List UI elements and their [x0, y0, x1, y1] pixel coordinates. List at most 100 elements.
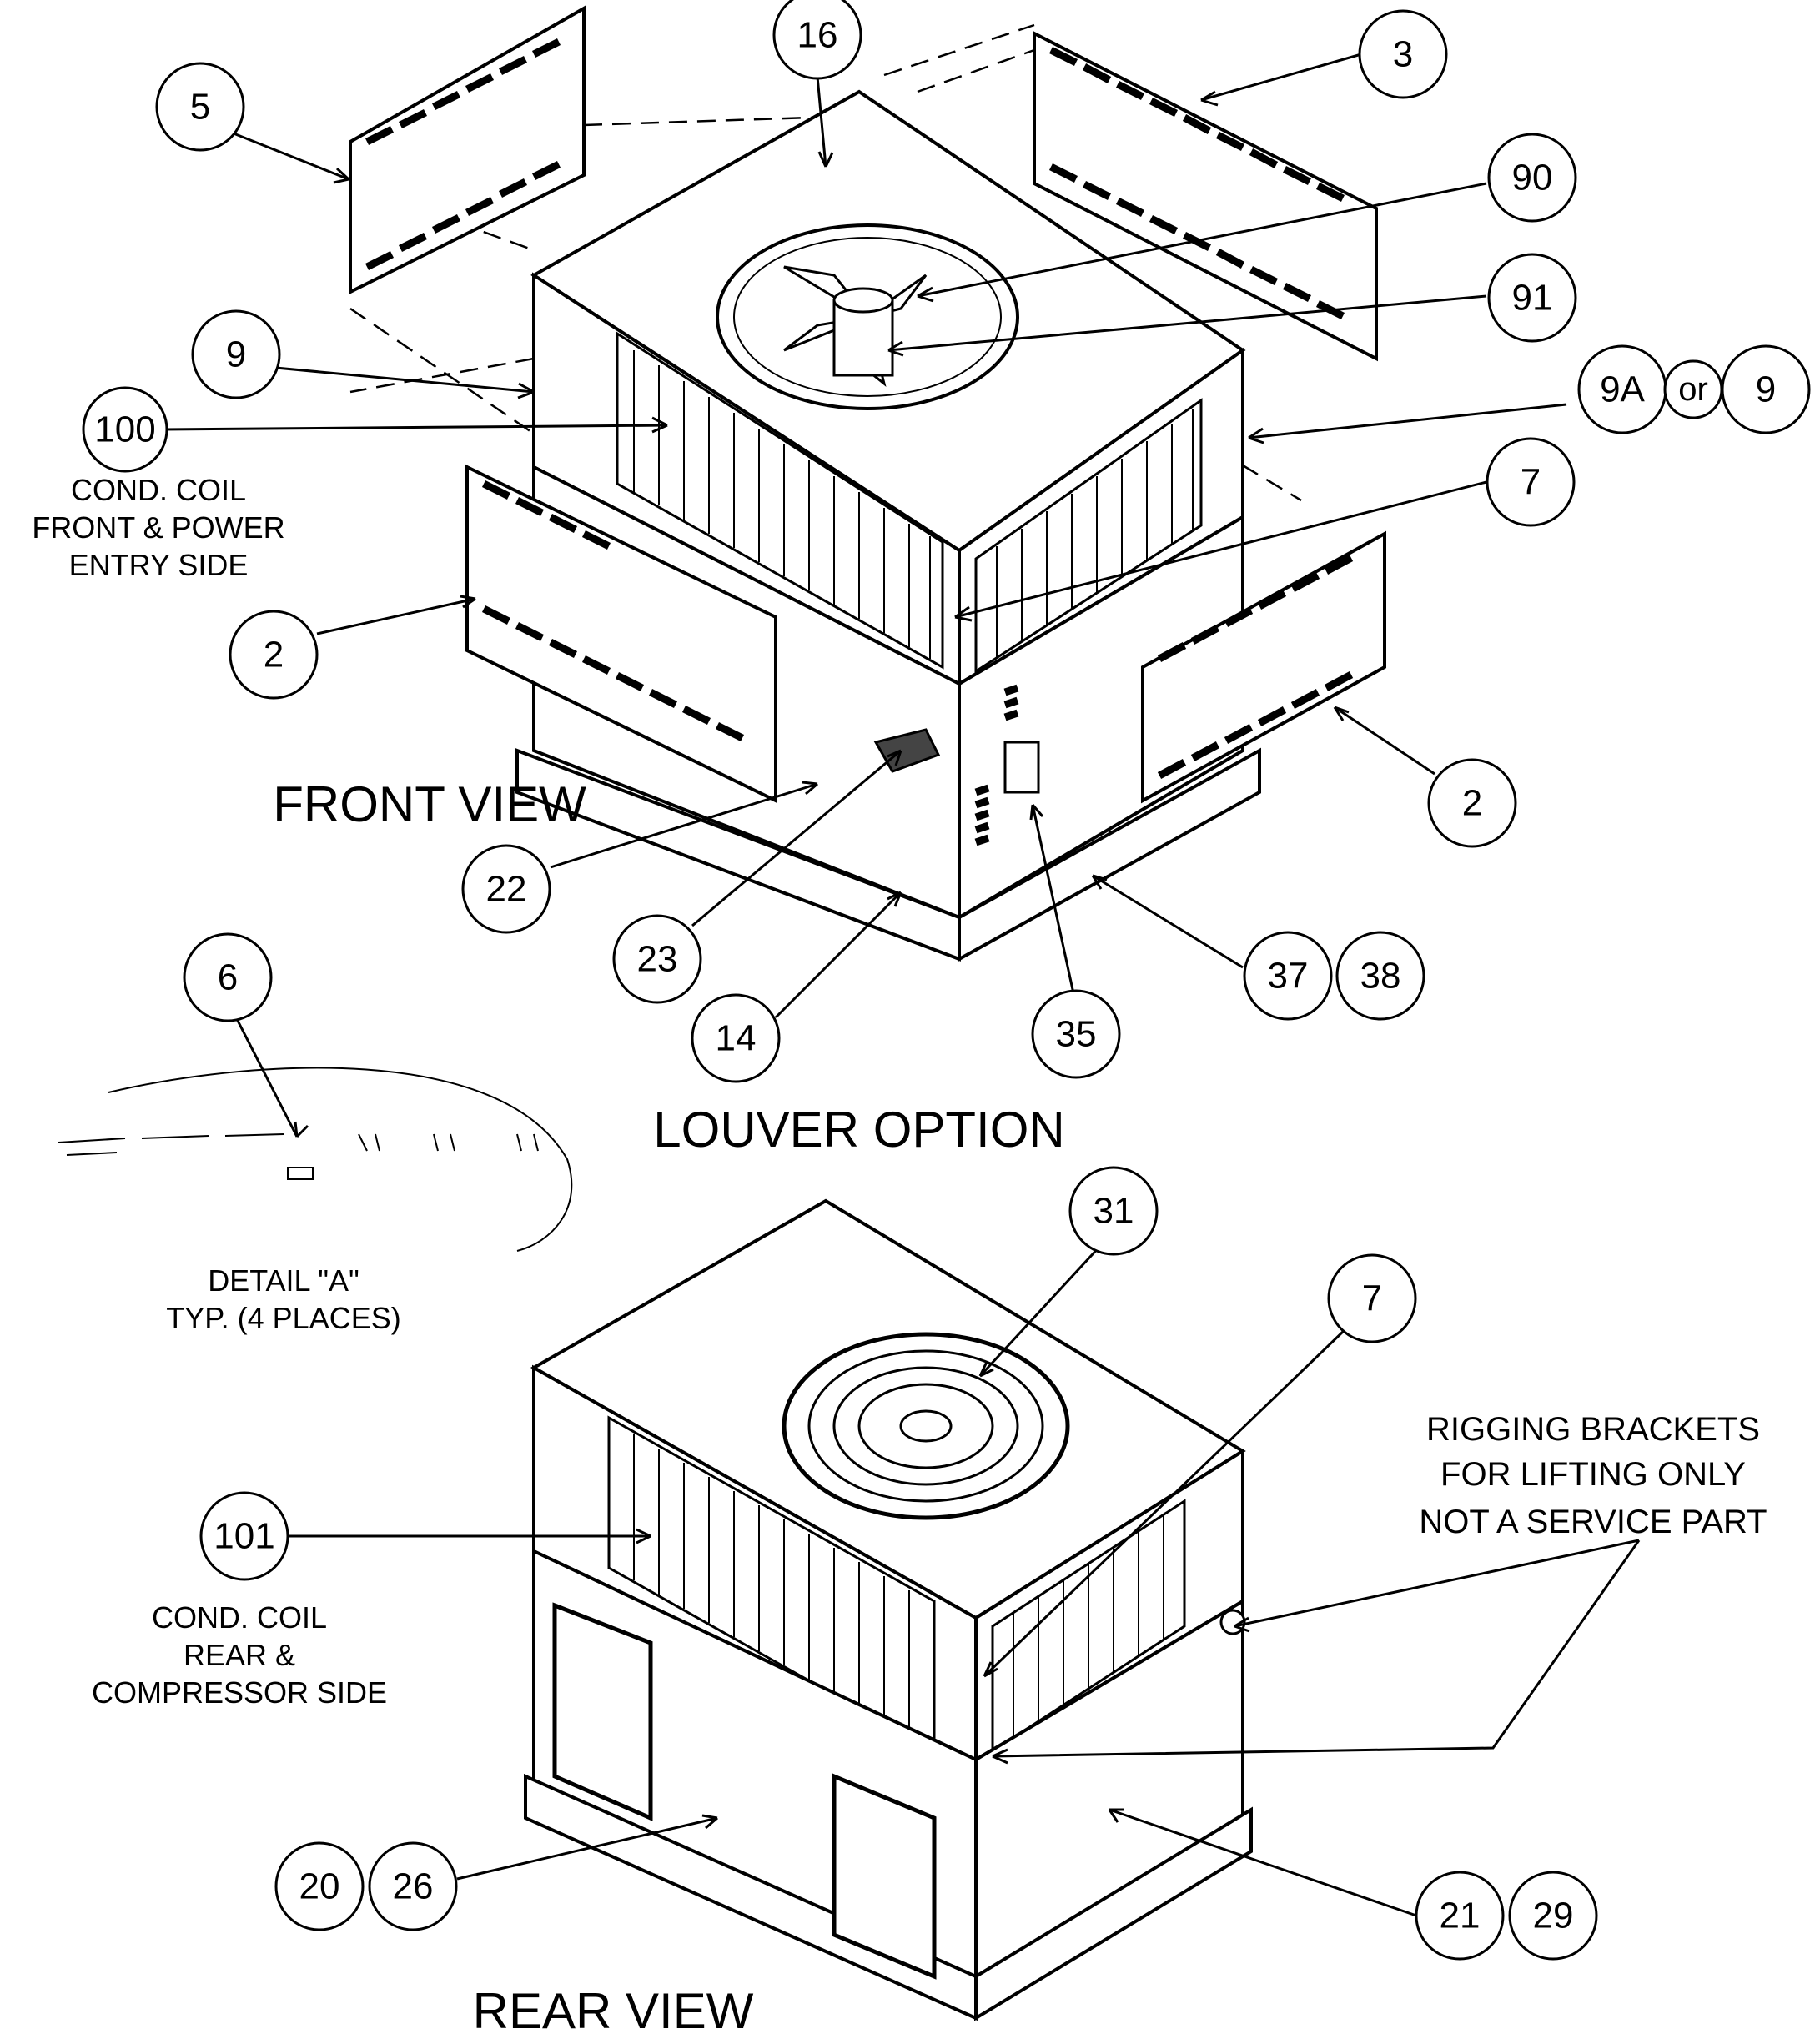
base-rail-right — [958, 747, 1261, 962]
callout-9-left: 9 — [191, 309, 281, 399]
fan-opening-inner — [733, 237, 1002, 397]
svg-text:21: 21 — [1440, 1896, 1481, 1936]
callout-22: 22 — [461, 844, 551, 934]
control-box — [1003, 741, 1040, 794]
rigging-line-1: RIGGING BRACKETS — [1426, 1411, 1760, 1448]
rear-coil-fins-front — [633, 1434, 910, 1736]
callout-6: 6 — [183, 932, 273, 1022]
svg-text:6: 6 — [218, 957, 238, 998]
svg-text:38: 38 — [1360, 956, 1401, 997]
callout-2-right: 2 — [1427, 758, 1517, 848]
rear-opening-right — [832, 1773, 937, 1980]
svg-text:5: 5 — [190, 87, 210, 128]
svg-text:7: 7 — [1521, 462, 1541, 503]
svg-text:2: 2 — [1462, 783, 1482, 824]
svg-text:31: 31 — [1094, 1191, 1134, 1232]
callout-31: 31 — [1068, 1166, 1159, 1256]
louver-slats-5 — [365, 38, 561, 271]
callout-2-left: 2 — [229, 610, 319, 700]
callout-37: 37 — [1243, 931, 1333, 1021]
svg-text:100: 100 — [94, 409, 155, 450]
svg-text:35: 35 — [1056, 1014, 1097, 1055]
callout-100: 100 — [82, 386, 168, 473]
rigging-line-2: FOR LIFTING ONLY — [1440, 1456, 1746, 1493]
rear-opening-left — [552, 1602, 653, 1821]
detail-a-rail — [58, 1133, 284, 1156]
louver-panel-5 — [349, 5, 586, 295]
fan-guard-ring-3 — [857, 1383, 994, 1469]
louver-slats-2-right — [1157, 555, 1354, 779]
cond-coil-rear-line-2: REAR & — [184, 1638, 295, 1672]
svg-text:7: 7 — [1362, 1278, 1382, 1319]
callout-101: 101 — [199, 1491, 289, 1581]
svg-text:101: 101 — [214, 1516, 274, 1557]
detail-a-boundary — [108, 1067, 573, 1252]
rear-view-unit — [524, 1198, 1253, 2021]
detail-a-line-1: DETAIL "A" — [208, 1263, 359, 1298]
callout-14: 14 — [691, 993, 781, 1083]
callout-or: or — [1663, 359, 1723, 419]
svg-text:23: 23 — [637, 939, 678, 980]
louver-slats-3 — [1048, 46, 1345, 320]
callout-26: 26 — [368, 1841, 458, 1931]
svg-text:29: 29 — [1533, 1896, 1574, 1936]
fan-motor-top — [832, 287, 894, 314]
front-view-title: FRONT VIEW — [273, 776, 586, 832]
louver-option-title: LOUVER OPTION — [653, 1102, 1064, 1158]
callout-23: 23 — [612, 914, 702, 1004]
callout-9a: 9A — [1577, 344, 1667, 434]
svg-text:9A: 9A — [1600, 369, 1645, 410]
svg-text:9: 9 — [1756, 369, 1776, 410]
callout-35: 35 — [1031, 989, 1121, 1079]
coil-fins-right — [996, 409, 1194, 659]
svg-text:90: 90 — [1512, 158, 1553, 198]
callout-90: 90 — [1487, 133, 1577, 223]
svg-text:26: 26 — [393, 1866, 434, 1907]
callout-7-rear: 7 — [1327, 1253, 1417, 1343]
condenser-coil-front — [616, 331, 944, 670]
callout-29: 29 — [1508, 1871, 1598, 1961]
callout-21: 21 — [1415, 1871, 1505, 1961]
callout-20: 20 — [274, 1841, 365, 1931]
detail-a — [58, 1067, 573, 1252]
rear-view-title: REAR VIEW — [473, 1983, 754, 2039]
callout-16: 16 — [772, 0, 862, 80]
coil-fins-front — [633, 350, 931, 659]
rigging-line-3: NOT A SERVICE PART — [1419, 1504, 1767, 1540]
fan-guard-hub — [899, 1409, 953, 1443]
callout-9-right: 9 — [1721, 344, 1811, 434]
detail-a-line-2: TYP. (4 PLACES) — [166, 1301, 400, 1335]
leader-lines — [163, 53, 1641, 1917]
svg-text:14: 14 — [716, 1018, 757, 1059]
svg-text:3: 3 — [1393, 34, 1413, 75]
callout-7-front: 7 — [1486, 437, 1576, 527]
callout-91: 91 — [1487, 253, 1577, 343]
cond-coil-front-line-2: FRONT & POWER — [32, 510, 284, 545]
cond-coil-front-line-1: COND. COIL — [71, 473, 246, 507]
front-view-unit — [349, 5, 1386, 962]
cond-coil-front-line-3: ENTRY SIDE — [69, 548, 249, 582]
detail-a-bracket — [287, 1167, 314, 1180]
rear-coil-fins-right — [1013, 1514, 1164, 1738]
svg-text:2: 2 — [264, 635, 284, 675]
rear-base-rail-right — [974, 1806, 1253, 2021]
svg-text:22: 22 — [486, 869, 527, 910]
svg-text:or: or — [1678, 371, 1708, 408]
fan-guard-ring-1 — [807, 1349, 1044, 1503]
svg-text:20: 20 — [299, 1866, 340, 1907]
callout-3: 3 — [1358, 9, 1448, 99]
condenser-coil-right — [974, 398, 1203, 674]
svg-text:16: 16 — [797, 15, 838, 56]
svg-text:91: 91 — [1512, 278, 1553, 319]
side-vents — [974, 684, 1019, 846]
callout-5: 5 — [155, 62, 245, 152]
svg-text:37: 37 — [1268, 956, 1309, 997]
svg-text:9: 9 — [226, 334, 246, 375]
cond-coil-rear-line-3: COMPRESSOR SIDE — [92, 1675, 387, 1710]
callout-38: 38 — [1335, 931, 1425, 1021]
fan-guard-ring-2 — [832, 1366, 1019, 1486]
louver-panel-2-right — [1141, 530, 1386, 804]
louver-slats-2-left — [481, 480, 745, 742]
cond-coil-rear-line-1: COND. COIL — [152, 1600, 327, 1635]
